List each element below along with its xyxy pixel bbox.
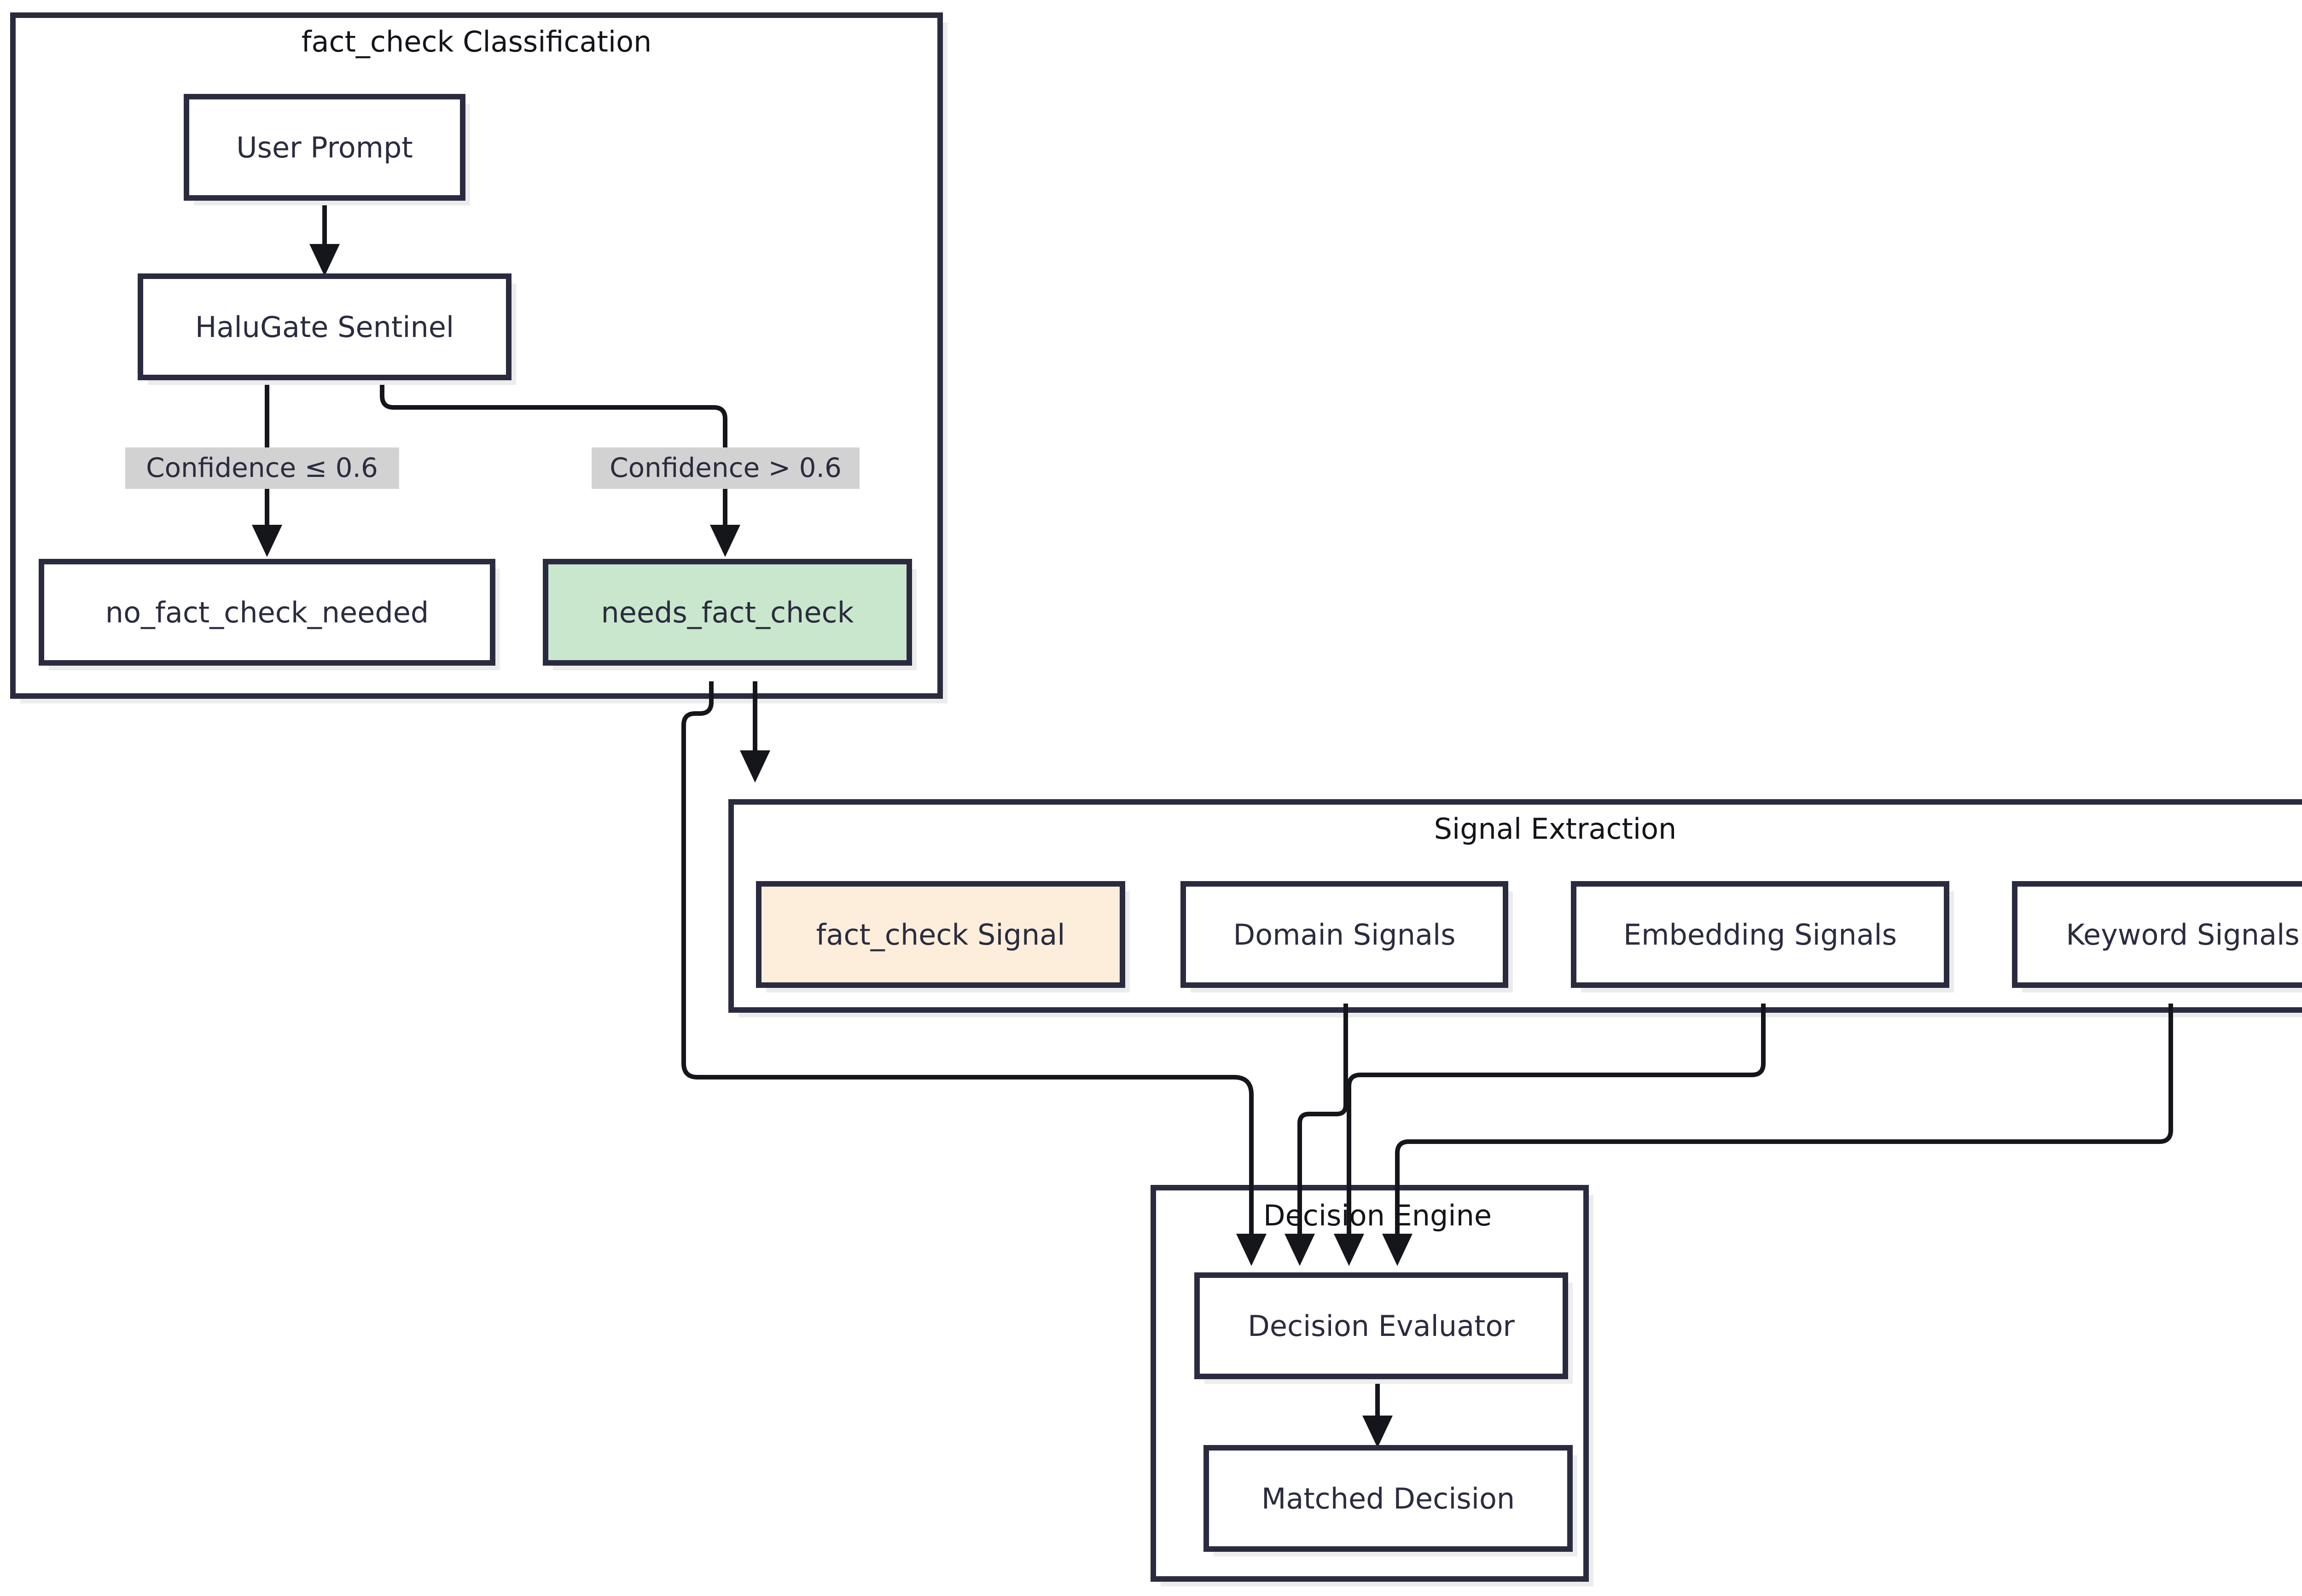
node-needs-fact-check-label: needs_fact_check bbox=[601, 596, 854, 629]
node-fact-check-signal-box[interactable] bbox=[756, 881, 1125, 988]
edge-user-prompt-to-halugate bbox=[309, 203, 340, 276]
node-no-fact-check-needed[interactable]: no_fact_check_needed bbox=[39, 559, 500, 670]
node-fact-check-signal-label: fact_check Signal bbox=[816, 918, 1065, 952]
node-halugate-sentinel-label: HaluGate Sentinel bbox=[195, 310, 454, 344]
node-keyword-signals-box[interactable] bbox=[2012, 881, 2302, 988]
node-user-prompt-label: User Prompt bbox=[236, 131, 413, 164]
node-matched-decision-box[interactable] bbox=[1203, 1445, 1573, 1552]
node-no-fact-check-needed-label: no_fact_check_needed bbox=[105, 596, 429, 629]
node-keyword-signals-label: Keyword Signals bbox=[2066, 918, 2299, 952]
node-domain-signals[interactable]: Domain Signals bbox=[1180, 881, 1513, 992]
node-fact-check-signal[interactable]: fact_check Signal bbox=[756, 881, 1130, 992]
node-needs-fact-check[interactable]: needs_fact_check bbox=[543, 559, 917, 670]
edge-embedding-signals-to-decision-evaluator bbox=[1334, 1004, 1766, 1266]
node-matched-decision[interactable]: Matched Decision bbox=[1203, 1445, 1577, 1556]
node-decision-evaluator-box[interactable] bbox=[1194, 1272, 1568, 1379]
node-needs-fact-check-box[interactable] bbox=[543, 559, 912, 666]
edge-label-low-confidence-text: Confidence ≤ 0.6 bbox=[146, 452, 378, 483]
node-keyword-signals[interactable]: Keyword Signals bbox=[2012, 881, 2302, 992]
edge-needs-fact-check-to-signal-extraction bbox=[740, 681, 770, 783]
node-user-prompt[interactable]: User Prompt bbox=[184, 94, 470, 205]
node-halugate-sentinel-box[interactable] bbox=[138, 273, 512, 380]
node-embedding-signals-box[interactable] bbox=[1571, 881, 1949, 988]
node-halugate-sentinel[interactable]: HaluGate Sentinel bbox=[138, 273, 516, 385]
node-no-fact-check-needed-box[interactable] bbox=[39, 559, 495, 666]
node-user-prompt-box[interactable] bbox=[184, 94, 465, 201]
node-matched-decision-label: Matched Decision bbox=[1261, 1482, 1515, 1515]
node-decision-evaluator[interactable]: Decision Evaluator bbox=[1194, 1272, 1573, 1384]
edge-label-low-confidence: Confidence ≤ 0.6 bbox=[125, 447, 399, 489]
node-domain-signals-box[interactable] bbox=[1180, 881, 1508, 988]
cluster-classification-title: fact_check Classification bbox=[302, 25, 652, 58]
edge-needs-fact-check-to-decision-evaluator bbox=[681, 681, 1267, 1266]
edge-label-high-confidence-bg bbox=[592, 447, 860, 489]
edge-label-low-confidence-bg bbox=[125, 447, 399, 489]
node-decision-evaluator-label: Decision Evaluator bbox=[1248, 1309, 1515, 1343]
cluster-signal-extraction-title: Signal Extraction bbox=[1434, 812, 1677, 846]
edge-domain-signals-to-decision-evaluator bbox=[1285, 1004, 1348, 1266]
edge-label-high-confidence-text: Confidence > 0.6 bbox=[610, 452, 842, 483]
edge-keyword-signals-to-decision-evaluator bbox=[1382, 1004, 2173, 1266]
edge-halugate-to-needs-fact-check bbox=[380, 380, 740, 557]
node-embedding-signals[interactable]: Embedding Signals bbox=[1571, 881, 1954, 992]
edge-label-high-confidence: Confidence > 0.6 bbox=[592, 447, 860, 489]
node-domain-signals-label: Domain Signals bbox=[1233, 918, 1455, 952]
node-embedding-signals-label: Embedding Signals bbox=[1623, 918, 1897, 952]
